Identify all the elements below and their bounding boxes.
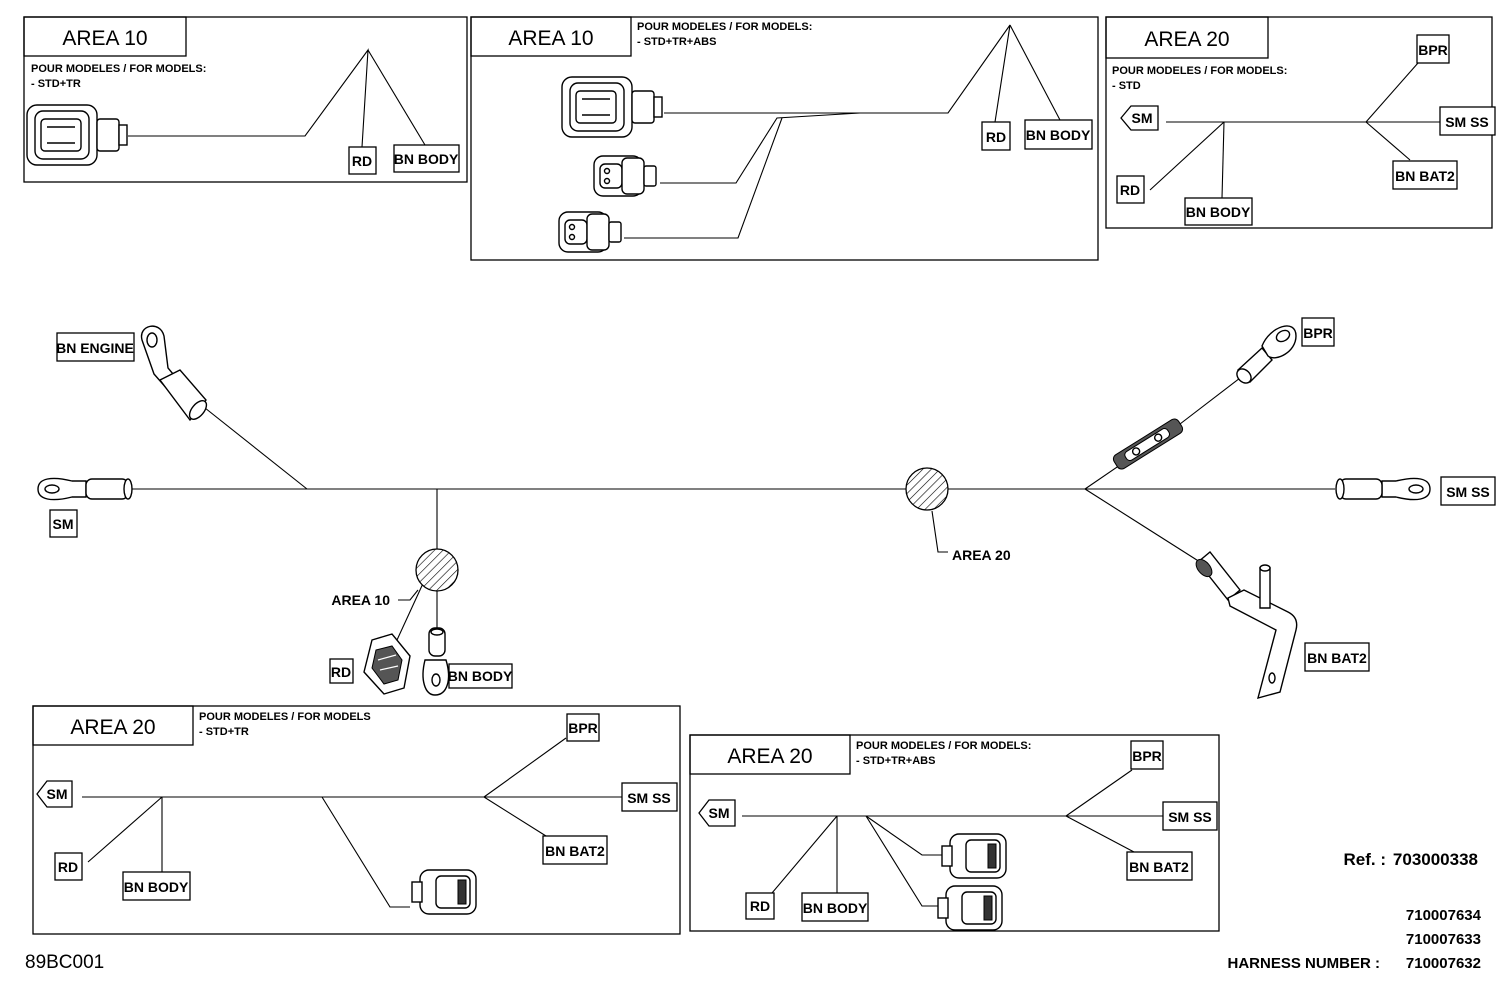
label-rd: RD [1120, 182, 1140, 198]
ring-terminal-sm [37, 477, 133, 501]
harness-number-label: HARNESS NUMBER : [1227, 955, 1380, 972]
footer: Ref. : 703000338 710007634 710007633 710… [25, 850, 1482, 973]
models-note: POUR MODELES / FOR MODELS: [637, 21, 812, 33]
panel-title: AREA 10 [508, 27, 593, 50]
area20-callout: AREA 20 [952, 547, 1011, 563]
models-note: POUR MODELES / FOR MODELS: [1112, 65, 1287, 77]
connector-2pin [558, 211, 622, 253]
main-harness: SM BN ENGINE AREA 10 RD [37, 317, 1496, 699]
area10-marker [415, 548, 459, 592]
label-sm-ss: SM SS [1168, 809, 1212, 825]
panel-area20-std: AREA 20 POUR MODELES / FOR MODELS: - STD… [1105, 16, 1496, 229]
label-rd: RD [750, 898, 770, 914]
connector-3pin [937, 885, 1003, 931]
label-bpr: BPR [1132, 748, 1162, 764]
panel-area10-std-tr: AREA 10 POUR MODELES / FOR MODELS: - STD… [23, 16, 468, 183]
label-sm: SM [709, 805, 730, 821]
label-bn-body: BN BODY [124, 879, 189, 895]
area20-marker [905, 467, 949, 511]
panel-title: AREA 20 [1144, 28, 1229, 51]
label-rd: RD [986, 129, 1006, 145]
label-bn-body: BN BODY [448, 668, 513, 684]
label-bn-body: BN BODY [803, 900, 868, 916]
label-bn-engine: BN ENGINE [56, 340, 134, 356]
panel-area20-abs: AREA 20 POUR MODELES / FOR MODELS: - STD… [689, 734, 1220, 932]
connector-2pin [593, 155, 657, 197]
connector-rd [363, 633, 411, 695]
label-sm-ss: SM SS [627, 790, 671, 806]
label-sm-ss: SM SS [1446, 484, 1490, 500]
models-list: - STD+TR+ABS [856, 755, 935, 767]
label-bn-bat2: BN BAT2 [1129, 859, 1189, 875]
ring-terminal-sm-ss [1335, 477, 1431, 501]
ref-value: 703000338 [1393, 850, 1478, 869]
bracket-terminal-bn-bat2 [1195, 551, 1298, 699]
ref-label: Ref. : [1344, 850, 1387, 869]
label-sm: SM [1132, 110, 1153, 126]
panel-area10-abs: AREA 10 POUR MODELES / FOR MODELS: - STD… [470, 16, 1099, 261]
models-list: - STD+TR [31, 78, 81, 90]
panel-title: AREA 20 [727, 745, 812, 768]
label-sm: SM [53, 516, 74, 532]
ring-terminal-bn-body [422, 627, 450, 696]
ring-terminal-bpr [1236, 325, 1297, 384]
panel-title: AREA 20 [70, 716, 155, 739]
label-bn-body: BN BODY [394, 151, 459, 167]
label-bn-body: BN BODY [1026, 127, 1091, 143]
label-rd: RD [58, 859, 78, 875]
harness-number: 710007633 [1406, 931, 1481, 948]
models-note: POUR MODELES / FOR MODELS: [856, 740, 1031, 752]
models-list: - STD [1112, 80, 1141, 92]
label-bpr: BPR [1418, 42, 1448, 58]
fuse-holder [1112, 418, 1184, 470]
panel-title: AREA 10 [62, 27, 147, 50]
label-bn-bat2: BN BAT2 [1395, 168, 1455, 184]
label-bn-body: BN BODY [1186, 204, 1251, 220]
models-list: - STD+TR [199, 726, 249, 738]
connector-4pin [561, 76, 663, 138]
label-sm: SM [47, 786, 68, 802]
panel-area20-std-tr: AREA 20 POUR MODELES / FOR MODELS - STD+… [32, 705, 681, 935]
label-bpr: BPR [568, 720, 598, 736]
label-bn-bat2: BN BAT2 [1307, 650, 1367, 666]
models-list: - STD+TR+ABS [637, 36, 716, 48]
label-rd: RD [331, 664, 351, 680]
harness-number: 710007634 [1406, 907, 1482, 924]
area10-callout: AREA 10 [331, 592, 390, 608]
label-bn-bat2: BN BAT2 [545, 843, 605, 859]
ring-terminal-bn-engine [140, 325, 208, 422]
models-note: POUR MODELES / FOR MODELS: [31, 63, 206, 75]
label-bpr: BPR [1303, 325, 1333, 341]
drawing-code: 89BC001 [25, 952, 104, 973]
connector-3pin [411, 869, 477, 915]
connector-3pin [941, 833, 1007, 879]
connector-4pin [26, 104, 128, 166]
label-sm-ss: SM SS [1445, 114, 1489, 130]
label-rd: RD [352, 153, 372, 169]
models-note: POUR MODELES / FOR MODELS [199, 711, 371, 723]
harness-number: 710007632 [1406, 955, 1481, 972]
